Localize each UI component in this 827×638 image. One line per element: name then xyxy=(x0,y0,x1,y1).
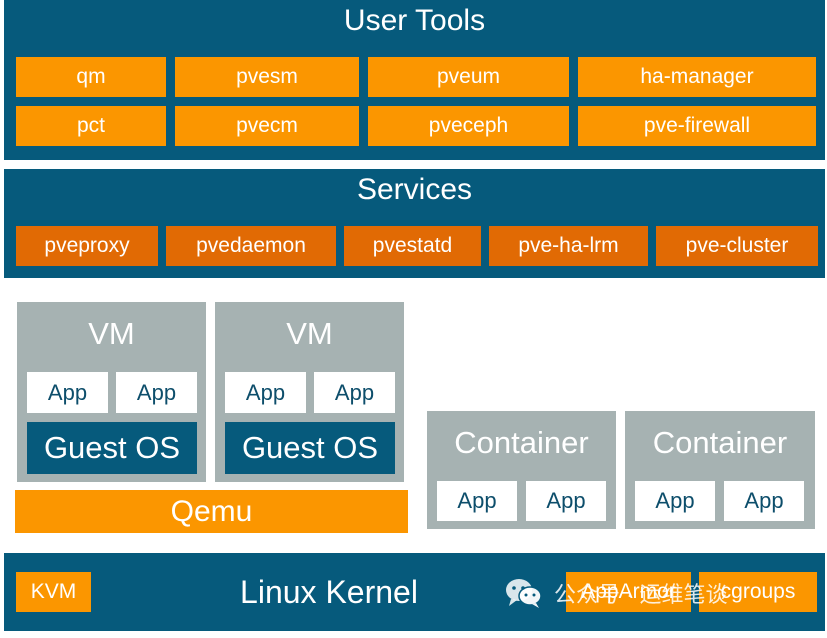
container-box-2: Container App App xyxy=(625,411,815,529)
vm-title: VM xyxy=(286,316,333,351)
vm-app: App xyxy=(314,372,395,413)
linux-kernel-title: Linux Kernel xyxy=(240,573,418,610)
tool-ha-manager: ha-manager xyxy=(578,57,816,97)
tool-pveceph: pveceph xyxy=(368,106,569,146)
apparmor-box: AppArmor xyxy=(566,572,691,612)
wechat-icon xyxy=(504,577,544,609)
container-title: Container xyxy=(454,425,589,460)
vm-app: App xyxy=(225,372,306,413)
tool-pveum: pveum xyxy=(368,57,569,97)
container-box-1: Container App App xyxy=(427,411,616,529)
tool-pvesm: pvesm xyxy=(175,57,359,97)
vm-app: App xyxy=(27,372,108,413)
services-panel: Services pveproxy pvedaemon pvestatd pve… xyxy=(4,169,825,278)
services-title: Services xyxy=(356,173,473,206)
qemu-bar: Qemu xyxy=(15,490,408,533)
watermark: 公众号 · 运维笔谈 xyxy=(504,575,819,611)
vm-box-1: VM App App Guest OS xyxy=(17,302,206,482)
container-title: Container xyxy=(652,425,788,460)
container-app: App xyxy=(724,481,804,521)
vm-title: VM xyxy=(88,316,135,351)
guest-os-box: Guest OS xyxy=(27,422,197,474)
tool-qm: qm xyxy=(16,57,166,97)
service-pveproxy: pveproxy xyxy=(16,226,158,266)
guest-os-box: Guest OS xyxy=(225,422,395,474)
tool-pvecm: pvecm xyxy=(175,106,359,146)
container-app: App xyxy=(526,481,606,521)
container-app: App xyxy=(635,481,715,521)
service-pvestatd: pvestatd xyxy=(344,226,481,266)
user-tools-panel: User Tools qm pvesm pveum ha-manager pct… xyxy=(4,0,825,160)
tool-pct: pct xyxy=(16,106,166,146)
watermark-text: 公众号 · 运维笔谈 xyxy=(554,582,728,607)
cgroups-box: cgroups xyxy=(699,572,817,612)
service-pve-cluster: pve-cluster xyxy=(656,226,818,266)
vm-app: App xyxy=(116,372,197,413)
kvm-box: KVM xyxy=(16,572,91,612)
linux-kernel-panel: KVM Linux Kernel AppArmor cgroups 公众号 · … xyxy=(4,553,825,631)
vm-box-2: VM App App Guest OS xyxy=(215,302,404,482)
service-pvedaemon: pvedaemon xyxy=(166,226,336,266)
user-tools-title: User Tools xyxy=(343,4,486,37)
tool-pve-firewall: pve-firewall xyxy=(578,106,816,146)
service-pve-ha-lrm: pve-ha-lrm xyxy=(489,226,648,266)
container-app: App xyxy=(437,481,517,521)
